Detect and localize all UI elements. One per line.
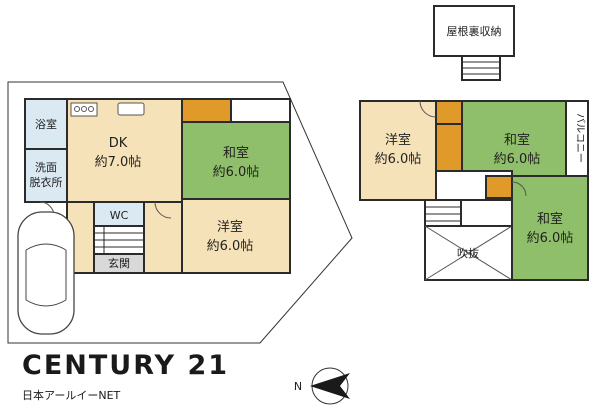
attic-label: 屋根裏収納 [447,24,502,38]
lot-outline [7,81,353,344]
compass-icon: N [294,367,350,405]
dk-label: DK [109,136,128,151]
atrium-label: 吹抜 [457,246,479,260]
washitsu2b-label: 和室 [537,211,563,227]
washroom [24,148,68,203]
brand-company: 日本アールイーNET [22,389,121,402]
yoshitsu-label: 洋室 [217,219,243,235]
closet-2a [435,100,463,125]
washitsu-size: 約6.0帖 [213,165,260,180]
floor-1: 浴室 洗面 脱衣所 DK 約7.0帖 和室 約6.0帖 WC 玄関 洋室 約6.… [7,81,353,344]
yoshitsu2-label: 洋室 [385,132,411,148]
closet-1 [181,98,232,123]
balcony-label: バルコニー [574,113,586,163]
wc-room [93,201,145,227]
entrance-label: 玄関 [108,256,130,270]
yoshitsu-room-2 [359,100,437,201]
compass-north-label: N [294,380,302,393]
closet-2b [435,123,463,172]
washitsu2a-size: 約6.0帖 [494,152,541,167]
attic: 屋根裏収納 [433,5,515,81]
yoshitsu2-size: 約6.0帖 [375,152,422,167]
washitsu2a-label: 和室 [504,132,530,148]
closet-2c [485,175,513,199]
washitsu2b-size: 約6.0帖 [527,231,574,246]
washitsu-label: 和室 [223,145,249,161]
floor-2: 洋室 約6.0帖 和室 約6.0帖 バルコニー 和室 約6.0帖 吹抜 [359,100,589,281]
car-icon [17,211,75,335]
brand-logo: CENTURY 21 [22,350,230,381]
entrance [93,253,145,274]
dk-size: 約7.0帖 [95,155,142,170]
yoshitsu-room [181,198,291,274]
stairs-2 [424,199,462,227]
closet-2 [230,98,291,123]
wc-label: WC [110,209,129,222]
bath-label: 浴室 [35,117,57,131]
yoshitsu-size: 約6.0帖 [207,239,254,254]
washroom-label-1: 洗面 [35,161,57,174]
washitsu-room-2b [511,175,589,281]
washroom-label-2: 脱衣所 [30,175,63,189]
sink [117,102,145,116]
